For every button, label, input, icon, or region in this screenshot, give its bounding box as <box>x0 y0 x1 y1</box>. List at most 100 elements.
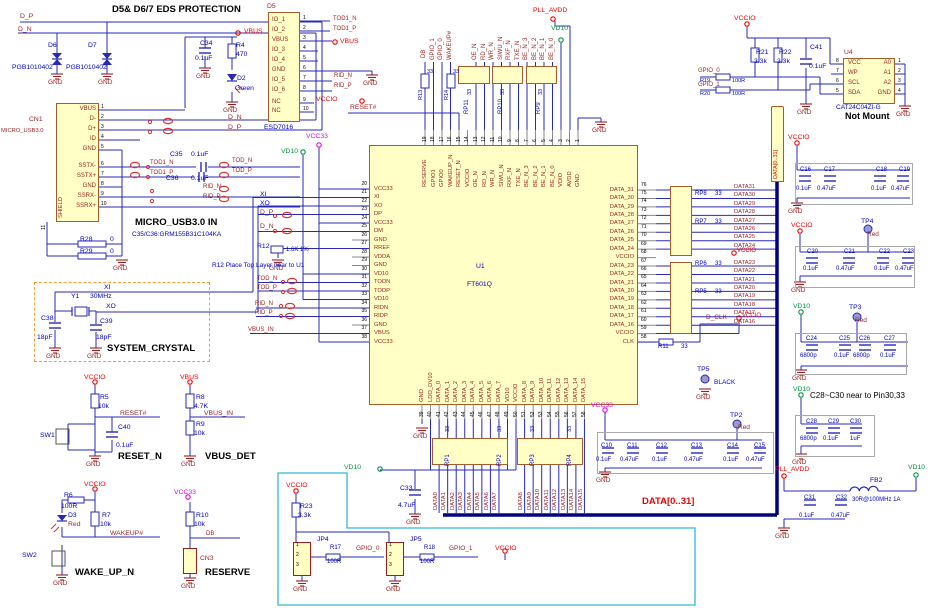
pad-icon <box>147 129 153 135</box>
u1-pin-DATA_10-b: DATA_10 <box>538 377 545 402</box>
crystal-icon <box>74 306 88 317</box>
u1-pin-TODN-31: TODN <box>374 279 391 286</box>
u1-pin-DATA_5-b: DATA_5 <box>478 380 485 402</box>
ref-r23: R23 <box>300 503 313 510</box>
gnd-label-12: GND <box>181 583 196 590</box>
gnd-label-1: GND <box>98 79 113 86</box>
ref-rp11: RP11 <box>464 99 470 114</box>
u1-pin-DATA_8-b: DATA_8 <box>521 380 528 402</box>
ref-fb2: FB2 <box>870 477 883 484</box>
jp4-p2: 2 <box>296 552 299 558</box>
val-c41: 0.1uF <box>809 63 827 70</box>
resistor-icon <box>750 47 760 63</box>
val-r14: 33 <box>453 69 460 75</box>
pad-icon <box>280 289 286 295</box>
ref-rp2: RP2 <box>497 454 503 466</box>
u1-pin-DP-23: DP <box>374 211 383 218</box>
resistor-icon <box>77 252 107 260</box>
ref-c28: C28 <box>806 419 818 425</box>
u1-pinnum-60: 60 <box>641 316 647 323</box>
pad-icon <box>149 198 155 204</box>
ref-r28: R28 <box>80 236 93 243</box>
val-r28: 0 <box>110 236 114 243</box>
testpoint-icon <box>852 312 862 322</box>
pwr-pll-1: PLL_AVDD <box>533 7 568 14</box>
d5-pin-VBUS-3: VBUS <box>272 37 289 43</box>
u1-pin-VDDA-28: VDDA <box>374 253 391 260</box>
net-dn-1: D_N <box>18 26 32 33</box>
u1-pin-VD10-30: VD10 <box>374 270 389 277</box>
val-c36: 0.1uF <box>191 175 209 182</box>
u4-pinnum-7: 7 <box>836 68 839 74</box>
crystal-dashed-box <box>34 282 210 362</box>
net-data15: DATA15 <box>578 488 584 510</box>
u1-pin-RIDP-35: RIDP <box>374 313 388 320</box>
ref-c18: C18 <box>876 167 888 173</box>
u1-pinnum-b17: 56 <box>563 411 570 417</box>
net-data28: DATA28 <box>734 209 756 215</box>
pwr-vd10-5: VD10 <box>793 386 811 393</box>
val-d7: PGB1010402 <box>66 64 107 71</box>
u1-pinnum-23: 23 <box>361 206 367 212</box>
ref-rp6: RP6 <box>695 261 707 267</box>
ref-c31: C31 <box>804 495 816 501</box>
u1-pinnum-t10: 9 <box>506 139 513 142</box>
ref-c38: C38 <box>41 315 54 322</box>
u1-pinnum-t17: 2 <box>566 139 572 142</box>
val-c17: 0.47uF <box>817 186 836 192</box>
inductor-icon <box>849 485 879 492</box>
net-data17: DATA17 <box>734 310 756 316</box>
net-data7: DATA7 <box>492 492 498 510</box>
u1-pinnum-t15: 4 <box>549 139 555 142</box>
ferrite-bead-icon <box>286 277 298 285</box>
u1-pin-BE_N_2: BE_N_2 <box>532 165 539 187</box>
d5-pinnum-4: 4 <box>303 45 306 51</box>
val-fb2: 30R@100MHz 1A <box>852 497 901 503</box>
jp4-p3: 3 <box>296 562 299 568</box>
u1-pinnum-b8: 47 <box>486 411 493 417</box>
d5-pinnum-1: 1 <box>303 15 306 21</box>
power-terminal-icon <box>187 379 193 385</box>
u1-pin-TODP-32: TODP <box>374 287 390 294</box>
power-terminal-icon <box>377 466 383 472</box>
u1-pinnum-b7: 46 <box>478 411 485 417</box>
val-c21: 0.47uF <box>836 266 855 272</box>
led-arrow-icon <box>234 87 241 94</box>
cn1-pinnum-7: 7 <box>101 171 104 177</box>
ref-c12: C12 <box>656 443 668 449</box>
pwr-vccio-10: VCCIO <box>791 222 813 229</box>
val-r19: 100R <box>732 78 746 84</box>
val-c38: 18pF <box>37 334 53 341</box>
resistor-icon <box>446 73 456 89</box>
net-data21: DATA21 <box>734 277 756 283</box>
val-c29: 0.1uF <box>823 436 839 442</box>
resistor-icon <box>185 393 195 409</box>
u1-pin-DATA_30-75: DATA_30 <box>609 195 634 202</box>
u4-pin-SCL: SCL <box>848 80 860 86</box>
val-c31: 0.1uF <box>799 513 815 519</box>
gnd-label-23: GND <box>775 533 790 540</box>
net-rdn: RD_N <box>481 43 487 60</box>
cn1-pin-SSTX--6: SSTX- <box>78 163 96 169</box>
power-terminal-icon <box>602 407 608 413</box>
gnd-label-21: GND <box>792 375 807 382</box>
net-ridp-2: RID_P <box>203 194 221 200</box>
ref-c23: C23 <box>903 249 915 255</box>
val-rp11: 33 <box>467 88 473 95</box>
u4-pin-r-A1: A1 <box>883 70 891 76</box>
cap-bank-c20-c23 <box>795 246 915 288</box>
ref-tp3: TP3 <box>849 304 862 311</box>
net-data23: DATA23 <box>734 260 756 266</box>
u1-pinnum-30: 30 <box>361 265 367 272</box>
u1-pinnum-37: 37 <box>361 325 367 331</box>
val-r9: 10k <box>194 430 205 437</box>
ref-c10: C10 <box>601 443 613 449</box>
ref-c20: C20 <box>807 249 819 255</box>
ref-rp4: RP4 <box>567 454 573 466</box>
u1-pinnum-20: 20 <box>361 180 367 187</box>
val-c25: 0.1uF <box>834 353 850 359</box>
power-terminal-icon <box>316 142 322 148</box>
ref-cn1b: MICRO_USB3.0 <box>1 128 44 134</box>
bus-tag-label: DATA[0..31] <box>773 149 779 179</box>
ref-d5: D5 <box>267 3 276 10</box>
